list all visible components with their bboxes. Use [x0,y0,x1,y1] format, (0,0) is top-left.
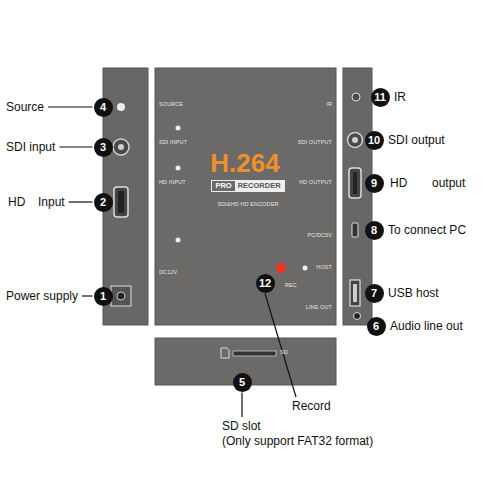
callout-number: 8 [371,225,377,236]
hdmi-port [114,187,128,217]
source-button [117,103,125,111]
audio-jack [354,313,361,320]
bnc-connector [113,139,129,155]
callout-label: SDI output [388,134,445,146]
callout-label: IR [394,91,406,103]
panel-marking: SDI OUTPUT [298,140,332,146]
usb-port [350,280,360,306]
callout-label: USB host [388,287,439,299]
sd-slot [233,351,276,356]
callout-label: SD slot [222,420,261,432]
callout-circle: 5 [233,373,252,392]
leader-line [69,201,93,202]
record-button [276,263,286,273]
sd-card-icon [221,348,229,358]
callout-label: Audio line out [390,320,463,332]
panel-marking: DC12V [159,270,177,276]
callout-label: output [432,177,465,189]
callout-label: To connect PC [388,224,466,236]
panel-marking: PC/DC5V [307,233,332,239]
panel-marking: HD INPUT [159,180,186,186]
hdmi-slot [118,191,124,213]
callout-label: HD [390,177,407,189]
led [303,266,308,271]
product-badge: PRORECORDER [211,180,284,192]
callout-number: 5 [239,377,245,388]
callout-circle: 7 [365,284,384,303]
led [176,166,181,171]
callout-circle: 8 [365,221,384,240]
callout-label: Source [6,101,44,113]
callout-circle: 3 [94,138,113,157]
panel-marking: SD [280,350,288,356]
led [176,238,181,243]
panel-marking: LINE OUT [306,305,332,311]
usb-tongue [353,284,357,302]
callout-number: 7 [371,288,377,299]
callout-label: Record [292,400,331,412]
callout-number: 9 [371,178,377,189]
ir-sensor [352,93,360,101]
panel-marking: H.264 [210,150,279,176]
callout-label: HD [8,196,25,208]
badge-text: PRO [212,181,234,191]
callout-label: (Only support FAT32 format) [222,435,373,447]
badge-text: RECORDER [235,181,284,191]
bnc-connector [348,133,363,148]
bnc-pin [118,144,124,150]
callout-circle: 1 [94,287,113,306]
callout-number: 10 [368,135,380,146]
mini-usb-port [352,223,358,237]
panel-marking: IR [326,102,332,108]
callout-circle: 11 [371,88,390,107]
leader-line [59,146,92,147]
hdmi-slot [353,172,357,194]
bnc-pin [352,137,358,143]
panel-marking: REC [285,283,297,289]
callout-circle: 9 [365,174,384,193]
callout-number: 2 [100,197,106,208]
panel-marking: SDI&HD HD ENCODER [218,202,279,208]
panel-marking: SDI INPUT [159,140,187,146]
leader-line [241,393,242,418]
panel-marking: SOURCE [159,102,183,108]
panel-marking: HD OUTPUT [299,180,332,186]
led [176,126,181,131]
power-jack-hole [117,292,125,300]
power-jack [111,286,131,306]
callout-number: 3 [100,142,106,153]
callout-circle: 4 [94,98,113,117]
callout-circle: 12 [256,274,275,293]
callout-circle: 6 [367,317,386,336]
callout-number: 12 [259,278,271,289]
callout-number: 11 [374,92,386,103]
leader-line [48,106,92,107]
panel-marking: HOST [316,265,332,271]
top-panel [155,68,336,325]
callout-number: 1 [100,291,106,302]
leader-line [82,295,92,296]
callout-label: SDI input [6,141,55,153]
callout-circle: 10 [365,131,384,150]
top-panel: SOURCE SDI INPUT HD INPUT DC12V H.264SDI&HD … [155,68,336,325]
callout-label: Power supply [6,290,78,302]
callout-label: Input [38,196,65,208]
callout-circle: 2 [94,193,113,212]
leader-line [265,294,296,398]
callout-number: 4 [100,102,106,113]
callout-number: 6 [373,321,379,332]
hdmi-port [349,168,361,198]
